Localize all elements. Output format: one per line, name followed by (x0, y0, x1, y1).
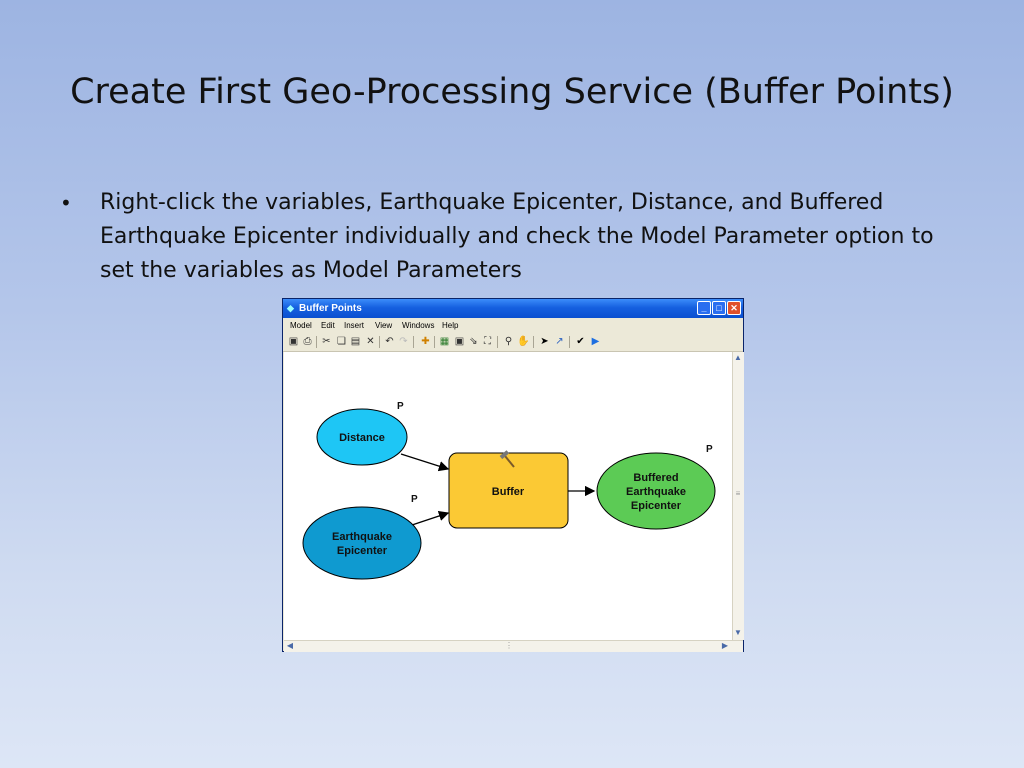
scroll-right-icon[interactable]: ▶ (721, 641, 729, 650)
hammer-icon (499, 450, 515, 468)
add-data-icon[interactable]: ✚ (421, 336, 430, 347)
bullet-dot: • (60, 191, 72, 215)
distance-label: Distance (339, 432, 385, 444)
save-icon[interactable]: ▣ (288, 336, 299, 347)
toolbar-separator (497, 336, 498, 348)
redo-icon[interactable]: ↷ (399, 336, 408, 347)
auto-layout-icon[interactable]: ▦ (439, 336, 450, 347)
toolbar-separator (379, 336, 380, 348)
earthquake-label-line2: Epicenter (337, 545, 388, 557)
vertical-scrollbar[interactable]: ▲ ≡ ▼ (732, 352, 744, 640)
scroll-up-icon[interactable]: ▲ (734, 353, 742, 362)
toolbar-separator (533, 336, 534, 348)
connector-distance-buffer[interactable] (400, 453, 450, 472)
buffered-label-line3: Epicenter (631, 500, 682, 512)
connector-epicenter-buffer[interactable] (411, 510, 450, 526)
hscroll-grip-icon[interactable]: ⋮ (505, 641, 513, 650)
earthquake-epicenter-node[interactable]: Earthquake Epicenter (302, 506, 422, 580)
toolbar-separator (434, 336, 435, 348)
buffered-earthquake-epicenter-node[interactable]: Buffered Earthquake Epicenter (596, 452, 716, 530)
zoom-out-fixed-icon[interactable]: ⛶ (484, 336, 491, 347)
scroll-grip-icon[interactable]: ≡ (735, 489, 741, 498)
zoom-icon[interactable]: ⚲ (504, 336, 513, 347)
buffered-label-line2: Earthquake (626, 486, 686, 498)
undo-icon[interactable]: ↶ (385, 336, 394, 347)
validate-icon[interactable]: ✔ (576, 336, 585, 347)
close-button[interactable]: ✕ (727, 301, 741, 315)
menu-insert[interactable]: Insert (344, 321, 365, 330)
model-builder-window: ◆ Buffer Points _ □ ✕ Model Edit Insert … (282, 298, 744, 652)
full-extent-icon[interactable]: ▣ (454, 336, 465, 347)
toolbar: ▣ ⎙ ✂ ❏ ▤ ✕ ↶ ↷ ✚ ▦ ▣ ⇘ ⛶ ⚲ ✋ ➤ ↗ ✔ ▶ (283, 333, 743, 352)
scroll-down-icon[interactable]: ▼ (734, 628, 742, 637)
paste-icon[interactable]: ▤ (350, 336, 361, 347)
model-icon: ◆ (287, 303, 294, 313)
run-icon[interactable]: ▶ (591, 336, 600, 347)
toolbar-separator (316, 336, 317, 348)
toolbar-separator (413, 336, 414, 348)
window-title: Buffer Points (299, 303, 362, 314)
earthquake-parameter-marker: P (411, 494, 418, 505)
distance-variable-node[interactable]: Distance (316, 408, 408, 466)
connect-icon[interactable]: ↗ (555, 336, 564, 347)
menu-windows[interactable]: Windows (402, 321, 435, 330)
model-canvas[interactable]: Distance P Earthquake Epicenter P Buffer (284, 352, 732, 640)
copy-icon[interactable]: ❏ (337, 336, 346, 347)
distance-parameter-marker: P (397, 401, 404, 412)
menu-view[interactable]: View (375, 321, 393, 330)
cut-icon[interactable]: ✂ (322, 336, 331, 347)
scroll-left-icon[interactable]: ◀ (286, 641, 294, 650)
maximize-button[interactable]: □ (712, 301, 726, 315)
select-icon[interactable]: ➤ (540, 336, 549, 347)
slide-title: Create First Geo-Processing Service (Buf… (70, 72, 954, 112)
horizontal-scrollbar[interactable]: ◀ ⋮ ▶ (284, 640, 743, 652)
menu-bar: Model Edit Insert View Windows Help (283, 318, 743, 333)
model-diagram: Distance P Earthquake Epicenter P Buffer (302, 401, 716, 580)
buffered-label-line1: Buffered (633, 472, 678, 484)
window-titlebar[interactable]: ◆ Buffer Points _ □ ✕ (283, 299, 743, 318)
toolbar-separator (569, 336, 570, 348)
earthquake-label-line1: Earthquake (332, 531, 392, 543)
pan-icon[interactable]: ✋ (517, 336, 530, 347)
zoom-in-fixed-icon[interactable]: ⇘ (469, 336, 478, 347)
menu-model[interactable]: Model (290, 321, 312, 330)
print-icon[interactable]: ⎙ (303, 336, 312, 347)
buffered-parameter-marker: P (706, 444, 713, 455)
menu-edit[interactable]: Edit (321, 321, 335, 330)
delete-icon[interactable]: ✕ (366, 336, 375, 347)
buffer-label: Buffer (492, 486, 525, 498)
bullet-text: Right-click the variables, Earthquake Ep… (100, 190, 934, 283)
menu-help[interactable]: Help (442, 321, 459, 330)
buffer-tool-node[interactable]: Buffer (448, 452, 569, 529)
minimize-button[interactable]: _ (697, 301, 711, 315)
